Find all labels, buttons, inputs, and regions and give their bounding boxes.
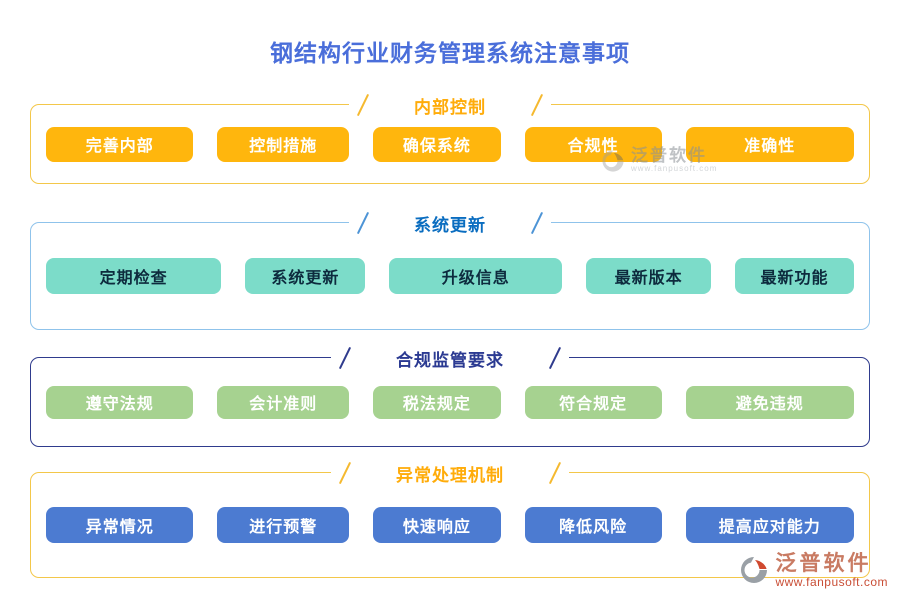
tag-item: 符合规定 <box>524 385 662 419</box>
tag-item: 异常情况 <box>46 507 194 543</box>
tag-item: 升级信息 <box>389 258 563 294</box>
tag-item: 快速响应 <box>373 507 501 543</box>
slash-decoration-left <box>356 93 370 117</box>
tag-item: 最新功能 <box>735 258 854 294</box>
section-exception-handling: 异常处理机制 异常情况 进行预警 快速响应 降低风险 提高应对能力 <box>30 460 870 578</box>
section-internal-control: 内部控制 完善内部 控制措施 确保系统 合规性 准确性 <box>30 92 870 184</box>
slash-decoration-right <box>530 211 544 235</box>
slash-decoration-left <box>338 461 352 485</box>
tag-item: 合规性 <box>524 126 662 162</box>
section-compliance-regulation: 合规监管要求 遵守法规 会计准则 税法规定 符合规定 避免违规 <box>30 345 870 447</box>
section-title: 合规监管要求 <box>396 350 504 370</box>
tag-row: 遵守法规 会计准则 税法规定 符合规定 避免违规 <box>31 385 869 419</box>
slash-decoration-right <box>548 346 562 370</box>
slash-decoration-left <box>356 211 370 235</box>
section-header: 系统更新 <box>31 210 869 236</box>
section-title: 系统更新 <box>414 215 486 235</box>
slash-decoration-right <box>530 93 544 117</box>
section-header: 合规监管要求 <box>31 345 869 371</box>
tag-item: 进行预警 <box>217 507 350 543</box>
tag-item: 最新版本 <box>586 258 712 294</box>
tag-item: 会计准则 <box>217 385 350 419</box>
slash-decoration-left <box>338 346 352 370</box>
tag-item: 确保系统 <box>373 126 501 162</box>
tag-item: 避免违规 <box>685 385 854 419</box>
section-header: 异常处理机制 <box>31 460 869 486</box>
section-title: 异常处理机制 <box>396 465 504 485</box>
page-title: 钢结构行业财务管理系统注意事项 <box>270 40 630 66</box>
tag-row: 完善内部 控制措施 确保系统 合规性 准确性 <box>31 126 869 162</box>
section-header: 内部控制 <box>31 92 869 118</box>
slash-decoration-right <box>548 461 562 485</box>
tag-item: 提高应对能力 <box>685 507 854 543</box>
tag-item: 降低风险 <box>524 507 662 543</box>
tag-item: 控制措施 <box>217 126 350 162</box>
tag-item: 系统更新 <box>245 258 366 294</box>
tag-row: 定期检查 系统更新 升级信息 最新版本 最新功能 <box>31 258 869 294</box>
section-system-update: 系统更新 定期检查 系统更新 升级信息 最新版本 最新功能 <box>30 210 870 330</box>
tag-item: 税法规定 <box>373 385 501 419</box>
section-title: 内部控制 <box>414 97 486 117</box>
tag-item: 遵守法规 <box>46 385 194 419</box>
tag-row: 异常情况 进行预警 快速响应 降低风险 提高应对能力 <box>31 507 869 543</box>
tag-item: 准确性 <box>685 126 854 162</box>
tag-item: 定期检查 <box>46 258 222 294</box>
tag-item: 完善内部 <box>46 126 194 162</box>
